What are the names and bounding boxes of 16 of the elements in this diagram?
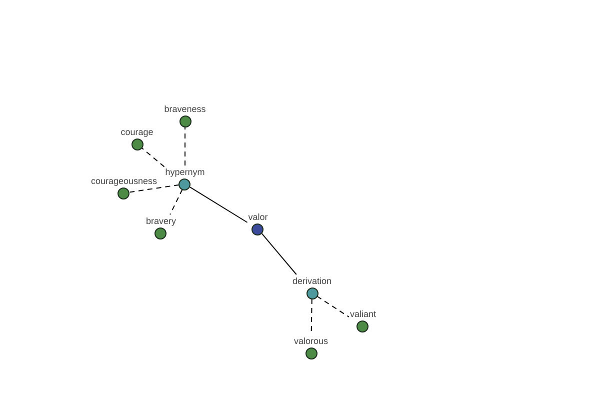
node-label: derivation xyxy=(292,276,332,286)
dashed-line xyxy=(316,296,350,318)
node-label: courage xyxy=(120,126,154,136)
node-label: valiant xyxy=(350,308,376,318)
dashed-line xyxy=(170,188,183,215)
connector-line xyxy=(261,233,297,275)
connector-line xyxy=(190,186,248,223)
node-label: braveness xyxy=(164,104,206,114)
node-label: courageousness xyxy=(90,176,158,186)
dashed-line xyxy=(141,147,165,168)
node-label: valorous xyxy=(294,336,328,346)
dashed-line xyxy=(129,184,180,193)
node-label: valor xyxy=(248,212,268,222)
node-label: hypernym xyxy=(165,166,205,176)
node-label: bravery xyxy=(146,216,176,226)
dashed-line xyxy=(184,126,186,166)
